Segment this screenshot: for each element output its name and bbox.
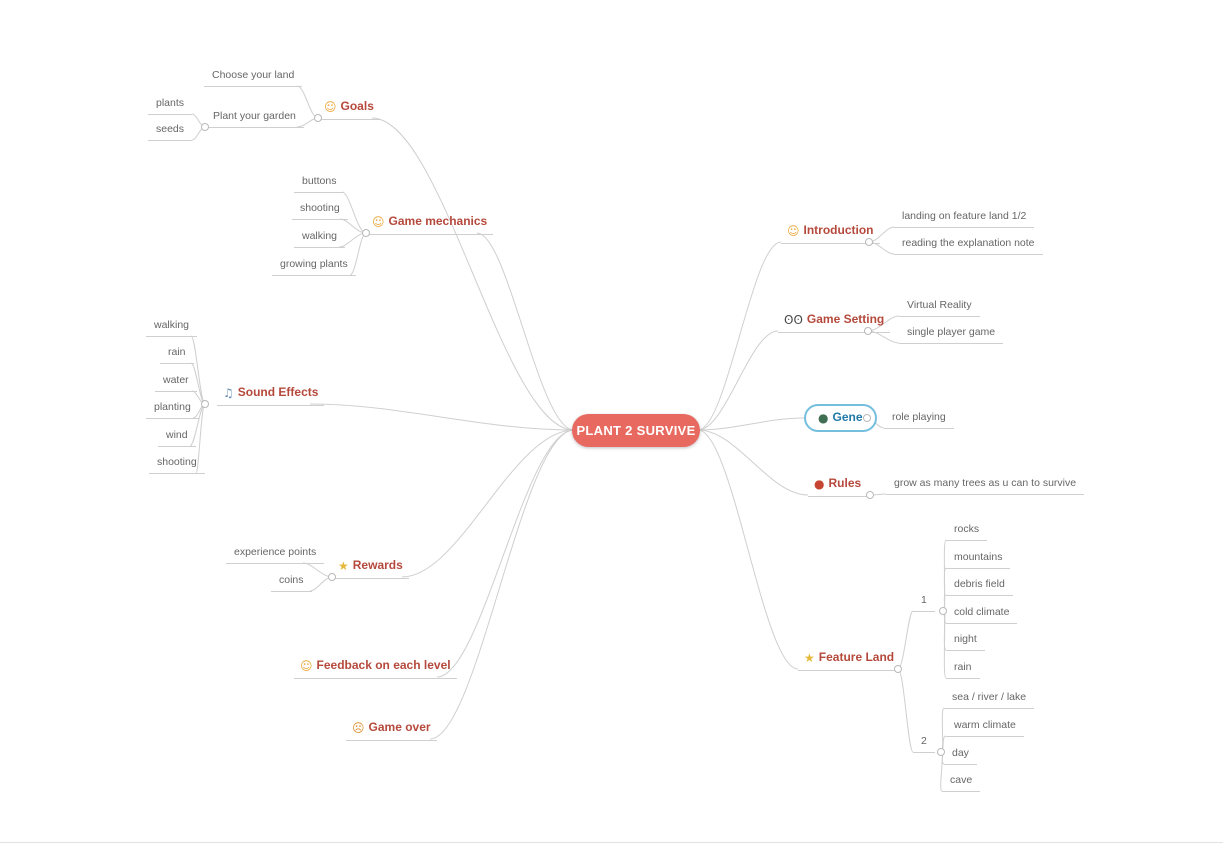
node-seeds[interactable]: seeds — [148, 121, 193, 141]
edge-root-rules — [697, 429, 809, 496]
topic-rules-label: Rules — [828, 476, 862, 490]
smiley-icon: ☺ — [787, 224, 800, 238]
topic-introduction[interactable]: ☺Introduction — [781, 220, 880, 244]
edge-root-game-mechanics — [476, 232, 575, 431]
collapse-handle-game-setting[interactable] — [864, 327, 872, 335]
topic-gene-label: Gene — [832, 410, 863, 424]
node-buttons[interactable]: buttons — [294, 173, 345, 193]
collapse-handle-feature-2[interactable] — [937, 748, 945, 756]
node-landing-feature-land[interactable]: landing on feature land 1/2 — [894, 208, 1035, 228]
topic-goals[interactable]: ☺Goals — [318, 96, 380, 120]
node-plants[interactable]: plants — [148, 95, 193, 115]
node-water-sound[interactable]: water — [155, 372, 197, 392]
node-cave[interactable]: cave — [942, 772, 981, 792]
node-reading-explanation-note[interactable]: reading the explanation note — [894, 235, 1043, 255]
node-cold-climate[interactable]: cold climate — [946, 604, 1018, 624]
node-night[interactable]: night — [946, 631, 985, 651]
node-rain-sound[interactable]: rain — [160, 344, 194, 364]
topic-introduction-label: Introduction — [803, 223, 874, 237]
edge-feature-1 — [897, 610, 914, 670]
sad-face-icon: ☹ — [352, 721, 365, 735]
node-shooting-mechanic[interactable]: shooting — [292, 200, 348, 220]
node-day[interactable]: day — [944, 745, 977, 765]
topic-sound-effects-label: Sound Effects — [237, 385, 319, 399]
eyes-icon: ʘʘ — [784, 313, 803, 327]
node-single-player-game[interactable]: single player game — [899, 324, 1004, 344]
node-wind-sound[interactable]: wind — [158, 427, 196, 447]
root-topic[interactable]: PLANT 2 SURVIVE — [572, 414, 700, 447]
node-rain-feature[interactable]: rain — [946, 659, 980, 679]
node-role-playing[interactable]: role playing — [884, 409, 954, 429]
red-ball-icon: ● — [814, 477, 825, 491]
edge-root-feature-land — [697, 429, 799, 670]
edge-root-gene — [697, 417, 805, 431]
topic-game-over-label: Game over — [368, 720, 431, 734]
topic-feature-land[interactable]: ★Feature Land — [798, 647, 901, 671]
topic-feedback[interactable]: ☺Feedback on each level — [294, 655, 457, 679]
bottom-divider — [0, 842, 1223, 843]
collapse-handle-goals[interactable] — [314, 114, 322, 122]
node-growing-plants[interactable]: growing plants — [272, 256, 356, 276]
node-experience-points[interactable]: experience points — [226, 544, 325, 564]
node-planting-sound[interactable]: planting — [146, 399, 199, 419]
edge-root-sound-effects — [309, 403, 575, 431]
smiley-icon: ☺ — [324, 100, 337, 114]
node-mountains[interactable]: mountains — [946, 549, 1011, 569]
edge-root-game-setting — [697, 330, 779, 431]
collapse-handle-feature-1[interactable] — [939, 607, 947, 615]
collapse-handle-introduction[interactable] — [865, 238, 873, 246]
node-walking-mechanic[interactable]: walking — [294, 228, 346, 248]
collapse-handle-gene[interactable] — [863, 414, 871, 422]
topic-game-over[interactable]: ☹Game over — [346, 717, 437, 741]
smiley-icon: ☺ — [300, 659, 313, 673]
edge-feature-2 — [897, 668, 914, 753]
edge-root-game-over — [429, 429, 575, 740]
node-coins[interactable]: coins — [271, 572, 312, 592]
collapse-handle-game-mechanics[interactable] — [362, 229, 370, 237]
collapse-handle-plant-garden[interactable] — [201, 123, 209, 131]
node-warm-climate[interactable]: warm climate — [946, 717, 1024, 737]
edge-root-rewards — [401, 429, 575, 578]
node-plant-your-garden[interactable]: Plant your garden — [205, 108, 304, 128]
smiley-icon: ☺ — [372, 215, 385, 229]
node-grow-trees-rule[interactable]: grow as many trees as u can to survive — [886, 475, 1085, 495]
topic-rules[interactable]: ●Rules — [808, 473, 868, 497]
topic-sound-effects[interactable]: ♫Sound Effects — [217, 382, 325, 406]
node-rocks[interactable]: rocks — [946, 521, 988, 541]
collapse-handle-sound-effects[interactable] — [201, 400, 209, 408]
node-shooting-sound[interactable]: shooting — [149, 454, 205, 474]
topic-rewards[interactable]: ★Rewards — [332, 555, 409, 579]
topic-feedback-label: Feedback on each level — [316, 658, 451, 672]
collapse-handle-rules[interactable] — [866, 491, 874, 499]
node-feature-land-2[interactable]: 2 — [913, 733, 935, 753]
topic-game-mechanics[interactable]: ☺Game mechanics — [366, 211, 494, 235]
topic-game-mechanics-label: Game mechanics — [388, 214, 488, 228]
star-icon: ★ — [804, 651, 815, 665]
node-feature-land-1[interactable]: 1 — [913, 592, 935, 612]
edge-root-goals — [371, 117, 575, 431]
edge-root-feedback — [436, 429, 575, 678]
edge-root-introduction — [697, 241, 782, 431]
node-choose-your-land[interactable]: Choose your land — [204, 67, 303, 87]
star-icon: ★ — [338, 559, 349, 573]
globe-icon: ● — [818, 411, 829, 425]
music-notes-icon: ♫ — [223, 386, 234, 400]
node-virtual-reality[interactable]: Virtual Reality — [899, 297, 980, 317]
node-walking-sound[interactable]: walking — [146, 317, 198, 337]
node-debris-field[interactable]: debris field — [946, 576, 1013, 596]
topic-goals-label: Goals — [340, 99, 374, 113]
collapse-handle-feature-land[interactable] — [894, 665, 902, 673]
topic-rewards-label: Rewards — [352, 558, 403, 572]
node-sea-river-lake[interactable]: sea / river / lake — [944, 689, 1035, 709]
topic-game-setting-label: Game Setting — [806, 312, 885, 326]
collapse-handle-rewards[interactable] — [328, 573, 336, 581]
topic-feature-land-label: Feature Land — [818, 650, 895, 664]
